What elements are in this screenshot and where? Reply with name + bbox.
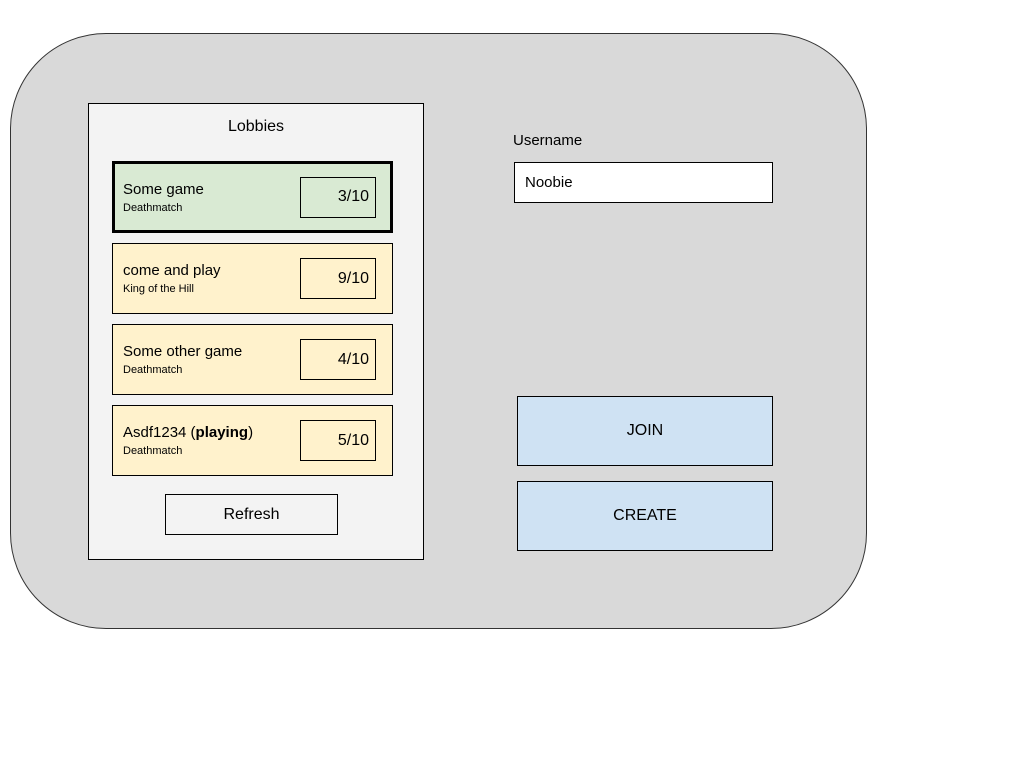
lobby-player-count: 3/10 bbox=[300, 176, 376, 218]
username-input[interactable] bbox=[514, 162, 773, 203]
refresh-button[interactable]: Refresh bbox=[165, 494, 338, 535]
lobby-card[interactable]: come and play King of the Hill 9/10 bbox=[112, 243, 393, 314]
lobby-player-count: 9/10 bbox=[300, 258, 376, 299]
lobby-card[interactable]: Some game Deathmatch 3/10 bbox=[112, 161, 393, 233]
app-canvas: Lobbies Some game Deathmatch 3/10 come a… bbox=[10, 33, 867, 629]
lobby-name: Some other game bbox=[123, 343, 243, 360]
lobby-mode: King of the Hill bbox=[123, 283, 194, 295]
username-label: Username bbox=[513, 132, 583, 149]
lobby-mode: Deathmatch bbox=[123, 445, 183, 457]
lobby-card[interactable]: Asdf1234 (playing) Deathmatch 5/10 bbox=[112, 405, 393, 476]
lobby-mode: Deathmatch bbox=[123, 201, 183, 214]
lobbies-panel: Lobbies Some game Deathmatch 3/10 come a… bbox=[88, 103, 424, 560]
lobby-mode: Deathmatch bbox=[123, 364, 183, 376]
join-button[interactable]: JOIN bbox=[517, 396, 773, 466]
lobby-text: Asdf1234 (playing) Deathmatch bbox=[123, 423, 253, 458]
create-button[interactable]: CREATE bbox=[517, 481, 773, 551]
lobby-text: Some game Deathmatch bbox=[123, 180, 204, 215]
lobbies-panel-title: Lobbies bbox=[227, 118, 285, 135]
lobby-text: Some other game Deathmatch bbox=[123, 342, 242, 377]
lobby-list: Some game Deathmatch 3/10 come and play … bbox=[112, 161, 393, 476]
lobby-name: come and play bbox=[123, 262, 221, 279]
lobby-card[interactable]: Some other game Deathmatch 4/10 bbox=[112, 324, 393, 395]
lobby-player-count: 5/10 bbox=[300, 420, 376, 461]
lobby-name: Asdf1234 (playing) bbox=[123, 424, 254, 441]
lobby-player-count: 4/10 bbox=[300, 339, 376, 380]
lobby-name: Some game bbox=[123, 180, 204, 198]
lobby-text: come and play King of the Hill bbox=[123, 261, 221, 296]
